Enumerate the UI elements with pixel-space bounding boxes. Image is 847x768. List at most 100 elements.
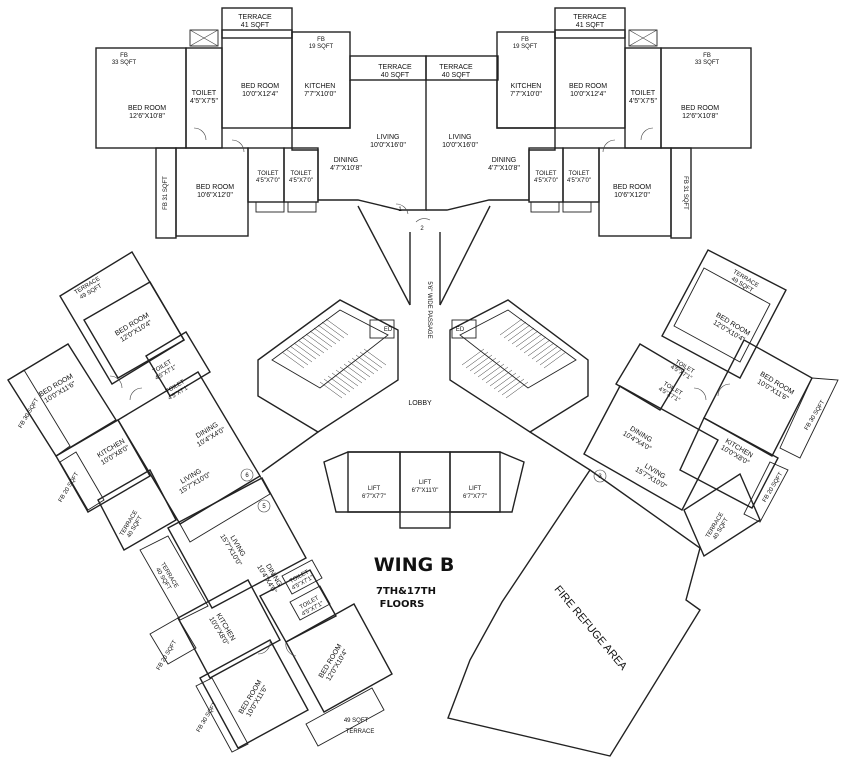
toilet-e2-label: TOILET4'5"X7'1" — [657, 380, 684, 403]
lift-3-size: 6'7"X7'7" — [463, 494, 487, 500]
terrace-41b-size: 41 SQFT — [576, 22, 605, 29]
stair-tread — [543, 351, 567, 369]
living-w-label: LIVING15'7"X10'0" — [174, 464, 213, 495]
stair-tread — [321, 321, 345, 339]
door-number-2: 2 — [420, 226, 424, 232]
toilet-nw2-label: TOILET — [258, 171, 279, 177]
stair-tread — [501, 378, 525, 396]
bed-ne-size: 12'6"X10'8" — [682, 113, 718, 120]
fb-19b-size: 19 SQFT — [513, 44, 538, 50]
terrace-49a-label: TERRACE49 SQFT — [74, 276, 105, 302]
terrace-49c-size: 49 SQFT — [344, 718, 369, 724]
stair-tread — [477, 360, 501, 378]
terrace-40a-label: TERRACE — [378, 64, 412, 71]
stair-tread — [335, 369, 359, 387]
passage — [357, 203, 491, 306]
stair-tread — [363, 348, 387, 366]
toilet-ne2-label: TOILET — [536, 171, 557, 177]
stair-tread — [319, 381, 343, 399]
floors-label: 7TH&17TH — [376, 586, 436, 597]
terrace-40c-label: TERRACE40 SQFT — [119, 510, 145, 541]
lift-2-label: LIFT — [419, 480, 432, 486]
stair-tread — [539, 348, 563, 366]
toilet-nw3-size: 4'5"X7'0" — [289, 178, 313, 184]
terrace-40b-size: 40 SQFT — [442, 72, 471, 79]
kitchen-ne-size: 7'7"X10'0" — [510, 91, 542, 98]
ed-right-label: ED — [456, 327, 465, 333]
stair-tread — [461, 348, 485, 366]
toilet-w2-label: TOILET4'5"X7'1" — [164, 378, 191, 401]
stair-tread — [469, 354, 493, 372]
toilet-nw3-label: TOILET — [291, 171, 312, 177]
lift-3-label: LIFT — [469, 486, 482, 492]
terrace-40b-label: TERRACE — [439, 64, 473, 71]
fb-33a-size: 33 SQFT — [112, 60, 137, 66]
stair-tread — [531, 342, 555, 360]
dining-ne-size: 4'7"X10'8" — [488, 165, 520, 172]
bed-nw2-size: 10'0"X12'4" — [242, 91, 278, 98]
dining-sw-label: DINING10'4"X4'0" — [255, 560, 284, 595]
terrace-41b-label: TERRACE — [573, 14, 607, 21]
fb-31a-label: FB 31 SQFT — [163, 176, 169, 210]
fb-19b-label: FB — [521, 37, 529, 43]
kitchen-ne-label: KITCHEN — [511, 83, 542, 90]
passage-label: 5'6" WIDE PASSAGE — [426, 281, 432, 338]
stair-tread — [493, 372, 517, 390]
lift-1-label: LIFT — [368, 486, 381, 492]
stair-tread — [285, 348, 309, 366]
fire-refuge-label: FIRE REFUGE AREA — [552, 583, 630, 673]
stair-tread — [499, 318, 523, 336]
fb-20a-label: FB 20 SQFT — [58, 471, 81, 503]
stair-tread — [359, 351, 383, 369]
fb-33b-label: FB — [703, 53, 711, 59]
dining-e-label: DINING10'4"X4'0" — [621, 424, 656, 453]
lift-core — [323, 451, 525, 529]
fb-19a-size: 19 SQFT — [309, 44, 334, 50]
bed-ne2-label: BED ROOM — [569, 83, 607, 90]
stair-tread — [503, 321, 527, 339]
stair-tread — [325, 318, 349, 336]
stair-tread — [309, 330, 333, 348]
fb-20b-label: FB 20 SQFT — [762, 471, 785, 503]
stair-tread — [351, 357, 375, 375]
floors-suffix: FLOORS — [380, 599, 425, 610]
lift-1-size: 6'7"X7'7" — [362, 494, 386, 500]
kitchen-sw-label: KITCHEN10'0"X8'0" — [207, 612, 236, 647]
fb-20c-label: FB 20 SQFT — [156, 639, 179, 671]
living-ne-label: LIVING — [449, 134, 472, 141]
stair-tread — [297, 339, 321, 357]
toilet-w1-label: TOILET4'5"X7'1" — [151, 358, 178, 381]
dining-ne-label: DINING — [492, 157, 517, 164]
fire-refuge-area — [447, 469, 701, 757]
bed-ne3-label: BED ROOM — [613, 184, 651, 191]
living-ne-size: 10'0"X16'0" — [442, 142, 478, 149]
terrace-49b-label: TERRACE49 SQFT — [728, 269, 759, 295]
terrace-41a-size: 41 SQFT — [241, 22, 270, 29]
bed-nw-label: BED ROOM — [128, 105, 166, 112]
bed-w2-label: BED ROOM10'0"X11'6" — [38, 373, 79, 406]
stair-tread — [293, 342, 317, 360]
stair-tread — [473, 357, 497, 375]
stair-tread — [323, 378, 347, 396]
toilet-ne2-size: 4'5"X7'0" — [534, 178, 558, 184]
stair-tread — [305, 333, 329, 351]
fb-33b-size: 33 SQFT — [695, 60, 720, 66]
terrace-40d-label: TERRACE40 SQFT — [705, 512, 731, 543]
stair-tread — [347, 360, 371, 378]
door-number-5: 5 — [262, 504, 266, 510]
stair-tread — [313, 327, 337, 345]
door-number-1: 1 — [398, 207, 402, 213]
bed-e1-label: BED ROOM12'0"X10'4" — [711, 312, 752, 345]
bed-nw3-label: BED ROOM — [196, 184, 234, 191]
stair-tread — [339, 366, 363, 384]
bed-nw-size: 12'6"X10'8" — [129, 113, 165, 120]
terrace-40a-size: 40 SQFT — [381, 72, 410, 79]
stair-tread — [355, 354, 379, 372]
bed-w1-label: BED ROOM12'0"X10'4" — [114, 312, 155, 345]
terrace-41a-label: TERRACE — [238, 14, 272, 21]
stair-tread — [511, 327, 535, 345]
lobby-label: LOBBY — [408, 400, 432, 407]
toilet-e1-label: TOILET4'5"X7'1" — [669, 358, 696, 381]
stair-tread — [527, 339, 551, 357]
toilet-nw-size: 4'5"X7'5" — [190, 98, 218, 105]
